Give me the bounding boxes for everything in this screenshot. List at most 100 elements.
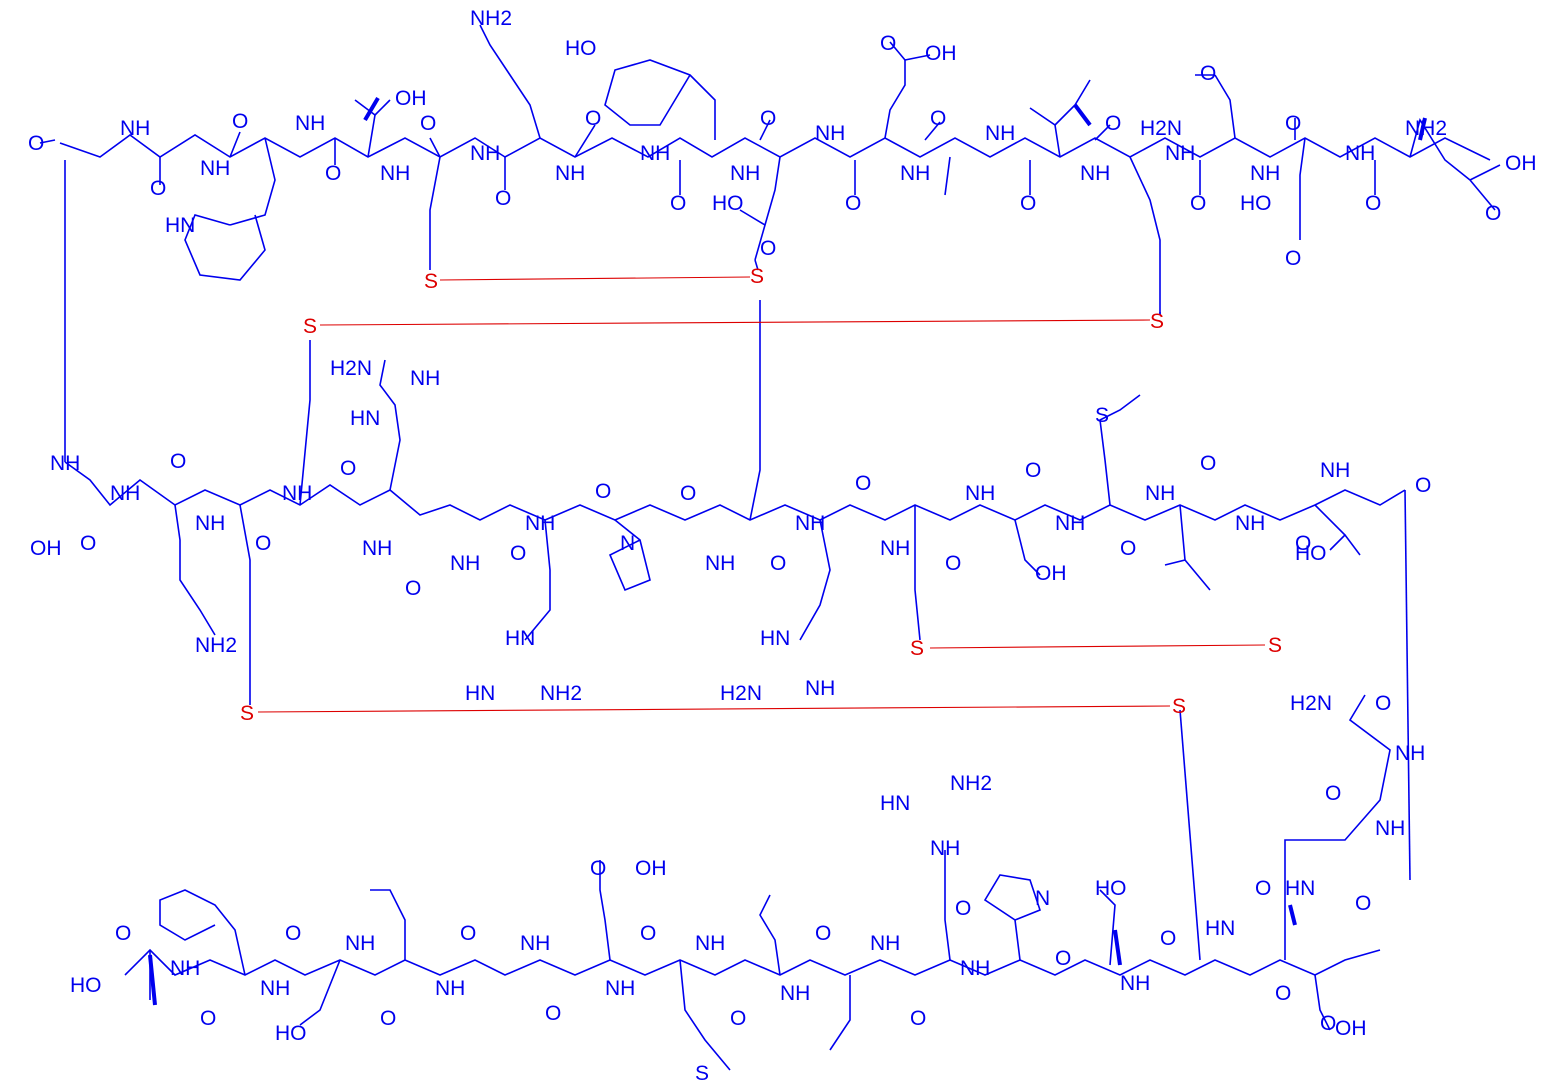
nh-label: NH <box>705 552 735 575</box>
oxygen-label: O <box>680 482 696 505</box>
nh-label: NH <box>195 512 225 535</box>
oxygen-label: O <box>200 1007 216 1030</box>
oxygen-label: O <box>845 192 861 215</box>
nh-label: NH <box>345 932 375 955</box>
hn-label: HN <box>1285 877 1315 900</box>
oxygen-label: O <box>150 177 166 200</box>
nh-label: NH <box>1055 512 1085 535</box>
nh-label: NH <box>780 982 810 1005</box>
nh-label: NH <box>362 537 392 560</box>
nh-label: NH <box>170 957 200 980</box>
oxygen-label: O <box>955 897 971 920</box>
oh-label: OH <box>395 87 427 110</box>
oxygen-label: O <box>1200 452 1216 475</box>
oxygen-label: O <box>460 922 476 945</box>
nh-label: NH <box>795 512 825 535</box>
oxygen-label: O <box>1365 192 1381 215</box>
oxygen-label: O <box>640 922 656 945</box>
sulfur-atoms: S S S S S S S S <box>240 265 1282 725</box>
oxygen-label: O <box>585 107 601 130</box>
nh-label: NH <box>435 977 465 1000</box>
ho-label: HO <box>1295 542 1327 565</box>
disulfide-bond <box>257 705 1171 713</box>
disulfide-bond <box>929 644 1266 649</box>
oxygen-label: O <box>855 472 871 495</box>
oh-label: OH <box>1335 1017 1367 1040</box>
nh-label: NH <box>1250 162 1280 185</box>
oxygen-label: O <box>115 922 131 945</box>
sulfur-atom: S <box>1268 634 1282 657</box>
sulfur-atom: S <box>303 315 317 338</box>
n-label: N <box>620 532 635 555</box>
nh-label: NH <box>1375 817 1405 840</box>
hn-label: HN <box>1205 917 1235 940</box>
oxygen-label: O <box>760 107 776 130</box>
nh-label: NH <box>605 977 635 1000</box>
hn-label: HN <box>350 407 380 430</box>
h2n-label: H2N <box>330 357 372 380</box>
nh-label: NH <box>1395 742 1425 765</box>
nh2-label: NH2 <box>470 7 512 30</box>
oxygen-label: O <box>380 1007 396 1030</box>
sulfur-atom: S <box>750 265 764 288</box>
oh-label: OH <box>1505 152 1537 175</box>
nh-label: NH <box>965 482 995 505</box>
oxygen-label: O <box>255 532 271 555</box>
nh-label: NH <box>295 112 325 135</box>
nh-label: NH <box>50 452 80 475</box>
sulfur-atom: S <box>1150 310 1164 333</box>
nh-label: NH <box>640 142 670 165</box>
oxygen-label: O <box>760 237 776 260</box>
oxygen-label: O <box>1200 62 1216 85</box>
oxygen-label: O <box>28 132 44 155</box>
nh2-label: NH2 <box>540 682 582 705</box>
nh-label: NH <box>930 837 960 860</box>
nh-label: NH <box>1235 512 1265 535</box>
oxygen-label: O <box>325 162 341 185</box>
nh-label: NH <box>805 677 835 700</box>
ho-label: HO <box>275 1022 307 1045</box>
nh-label: NH <box>870 932 900 955</box>
nh-label: NH <box>985 122 1015 145</box>
oh-label: OH <box>635 857 667 880</box>
oxygen-label: O <box>1020 192 1036 215</box>
atom-labels: O NH O NH O NH O NH OH O NH NH2 O NH O H… <box>28 7 1537 1085</box>
nh-label: NH <box>900 162 930 185</box>
ho-label: HO <box>70 974 102 997</box>
oxygen-label: O <box>405 577 421 600</box>
oxygen-label: O <box>590 857 606 880</box>
oxygen-label: O <box>1120 537 1136 560</box>
oxygen-label: O <box>595 480 611 503</box>
oxygen-label: O <box>1055 947 1071 970</box>
ho-label: HO <box>1240 192 1272 215</box>
oxygen-label: O <box>285 922 301 945</box>
hn-label: HN <box>880 792 910 815</box>
nh-label: NH <box>282 482 312 505</box>
oxygen-label: O <box>1325 782 1341 805</box>
oxygen-label: O <box>1375 692 1391 715</box>
nh-label: NH <box>1080 162 1110 185</box>
oh-label: OH <box>1035 562 1067 585</box>
ho-label: HO <box>1095 877 1127 900</box>
nh-label: NH <box>1145 482 1175 505</box>
disulfide-bond <box>319 319 1151 326</box>
oxygen-label: O <box>670 192 686 215</box>
nh-label: NH <box>960 957 990 980</box>
oxygen-label: O <box>1285 112 1301 135</box>
s-label: S <box>695 1062 709 1085</box>
nh-label: NH <box>730 162 760 185</box>
nh2-label: NH2 <box>950 772 992 795</box>
hn-label: HN <box>505 627 535 650</box>
nh-label: NH <box>380 162 410 185</box>
oxygen-label: O <box>770 552 786 575</box>
oxygen-label: O <box>730 1007 746 1030</box>
nh-label: NH <box>525 512 555 535</box>
oh-label: OH <box>925 42 957 65</box>
hn-label: HN <box>165 214 195 237</box>
nh-label: NH <box>695 932 725 955</box>
nh-label: NH <box>200 157 230 180</box>
oxygen-label: O <box>815 922 831 945</box>
oxygen-label: O <box>1160 927 1176 950</box>
nh-label: NH <box>1120 972 1150 995</box>
